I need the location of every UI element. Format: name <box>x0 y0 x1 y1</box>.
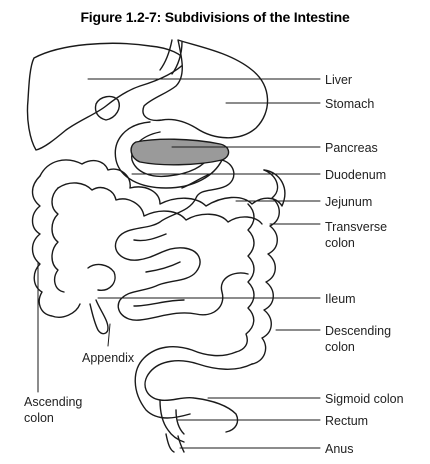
ascending-colon-shape <box>31 175 81 318</box>
rectum-shape <box>159 399 185 443</box>
small-intestine-inner <box>87 173 211 307</box>
label-ileum: Ileum <box>325 292 356 306</box>
label-jejunum: Jejunum <box>325 195 373 209</box>
label-descending-colon: Descending colon <box>325 323 391 355</box>
label-transverse-colon-line1: Transverse <box>325 220 388 234</box>
descending-colon-shape <box>251 169 280 365</box>
label-transverse-colon: Transverse colon <box>325 219 387 251</box>
label-pancreas: Pancreas <box>325 141 378 155</box>
label-transverse-colon-line2: colon <box>325 236 355 250</box>
label-descending-colon-line1: Descending <box>325 324 392 338</box>
label-appendix: Appendix <box>82 351 135 365</box>
gallbladder-shape <box>94 95 120 121</box>
anus-shape <box>165 433 185 453</box>
leader-lines <box>37 78 321 449</box>
transverse-colon-inner <box>57 182 263 225</box>
pancreas-shape <box>130 138 230 166</box>
label-stomach: Stomach <box>325 97 375 111</box>
label-ascending-colon-line1: Ascending <box>24 395 83 409</box>
label-liver: Liver <box>325 73 353 87</box>
appendix-shape <box>89 299 109 335</box>
small-intestine-coils <box>114 159 249 321</box>
label-ascending-colon: Ascending colon <box>24 394 82 426</box>
label-descending-colon-line2: colon <box>325 340 355 354</box>
esophagus-shape <box>159 39 183 75</box>
label-ascending-colon-line2: colon <box>24 411 54 425</box>
ascending-colon-inner <box>51 187 65 293</box>
leader-appendix <box>107 323 111 347</box>
sigmoid-colon-shape <box>144 360 253 433</box>
descending-colon-inner <box>235 203 255 353</box>
label-sigmoid-colon: Sigmoid colon <box>325 392 404 406</box>
sigmoid-colon-inner <box>134 346 237 419</box>
stomach-shape <box>142 39 269 139</box>
label-duodenum: Duodenum <box>325 168 387 182</box>
label-rectum: Rectum <box>325 414 369 428</box>
figure-title: Figure 1.2-7: Subdivisions of the Intest… <box>80 9 350 25</box>
label-anus: Anus <box>325 442 354 456</box>
